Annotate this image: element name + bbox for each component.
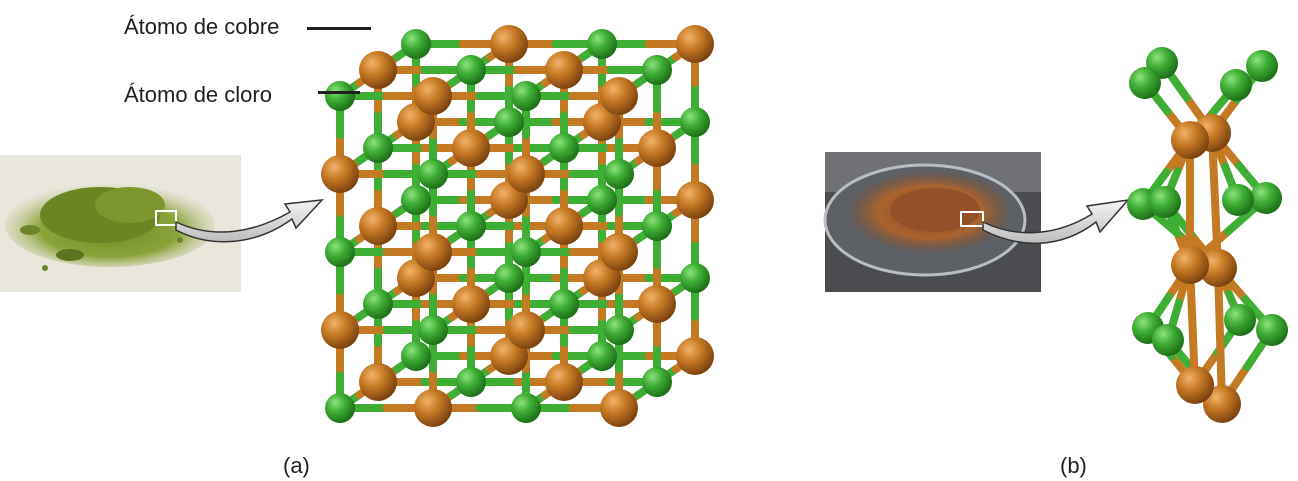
copper-atom — [545, 51, 583, 89]
chlorine-atom — [418, 315, 448, 345]
copper-atom — [1171, 246, 1209, 284]
chlorine-atom — [1152, 324, 1184, 356]
arrow-b — [982, 198, 1130, 244]
zoom-box-a — [155, 210, 177, 226]
chlorine-atom — [325, 81, 355, 111]
copper-atom — [676, 181, 714, 219]
copper-atom — [600, 389, 638, 427]
chlorine-atom — [1224, 304, 1256, 336]
chlorine-atom — [1222, 184, 1254, 216]
chlorine-atom — [494, 107, 524, 137]
caption-a: (a) — [283, 453, 310, 478]
brown-powder-photo — [823, 152, 1041, 292]
copper-chloride-lattice-a — [321, 25, 714, 427]
copper-atom — [638, 129, 676, 167]
chlorine-atom — [587, 29, 617, 59]
chlorine-atom — [1256, 314, 1288, 346]
chlorine-atom — [325, 237, 355, 267]
chlorine-atom — [401, 341, 431, 371]
copper-atom — [359, 51, 397, 89]
chlorine-atom — [418, 159, 448, 189]
copper-atom — [359, 207, 397, 245]
copper-atom — [545, 207, 583, 245]
chlorine-atom — [325, 393, 355, 423]
chlorine-atom — [604, 159, 634, 189]
copper-atom — [600, 77, 638, 115]
chlorine-atom — [587, 341, 617, 371]
copper-atom — [1199, 249, 1237, 287]
copper-atom — [452, 129, 490, 167]
green-powder-photo — [0, 155, 241, 292]
chlorine-atom — [363, 133, 393, 163]
chlorine-atom — [494, 263, 524, 293]
chlorine-atom — [1149, 186, 1181, 218]
copper-atom — [507, 311, 545, 349]
copper-atom — [545, 363, 583, 401]
copper-atom — [676, 25, 714, 63]
copper-atom — [600, 233, 638, 271]
copper-atom — [452, 285, 490, 323]
copper-atom-label: Átomo de cobre — [124, 14, 280, 39]
copper-atom — [490, 25, 528, 63]
copper-atom — [414, 389, 452, 427]
chlorine-atom — [363, 289, 393, 319]
chlorine-atom — [549, 133, 579, 163]
chlorine-atom — [511, 81, 541, 111]
chlorine-atom — [401, 185, 431, 215]
chlorine-atom — [456, 211, 486, 241]
chlorine-atom — [587, 185, 617, 215]
bond — [1214, 264, 1226, 408]
chlorine-atom — [456, 367, 486, 397]
bond — [1186, 261, 1199, 389]
copper-atom — [359, 363, 397, 401]
chlorine-atom — [680, 107, 710, 137]
copper-atom — [1203, 385, 1241, 423]
chlorine-atom — [1246, 50, 1278, 82]
zoom-box-b — [960, 211, 984, 227]
bond — [1208, 129, 1222, 272]
copper-atom — [321, 155, 359, 193]
chlorine-atom — [1129, 67, 1161, 99]
copper-atom — [1176, 366, 1214, 404]
chlorine-atom — [642, 55, 672, 85]
caption-b: (b) — [1060, 453, 1087, 478]
copper-atom — [414, 77, 452, 115]
chlorine-atom-leader-line — [318, 91, 360, 94]
chlorine-atom — [549, 289, 579, 319]
chlorine-atom — [1220, 69, 1252, 101]
chlorine-atom — [642, 211, 672, 241]
copper-atom — [321, 311, 359, 349]
arrow-a — [175, 199, 324, 243]
chlorine-atom — [680, 263, 710, 293]
copper-atom-leader-line — [307, 27, 371, 30]
copper-atom — [507, 155, 545, 193]
copper-chloride-chain-b — [1127, 47, 1288, 423]
chlorine-atom — [1250, 182, 1282, 214]
chlorine-atom — [511, 237, 541, 267]
chlorine-atom — [511, 393, 541, 423]
chlorine-atom — [456, 55, 486, 85]
copper-atom — [638, 285, 676, 323]
chlorine-atom-label: Átomo de cloro — [124, 82, 272, 107]
copper-atom — [676, 337, 714, 375]
copper-atom — [414, 233, 452, 271]
chlorine-atom — [642, 367, 672, 397]
chlorine-atom — [401, 29, 431, 59]
copper-atom — [1171, 121, 1209, 159]
chlorine-atom — [604, 315, 634, 345]
